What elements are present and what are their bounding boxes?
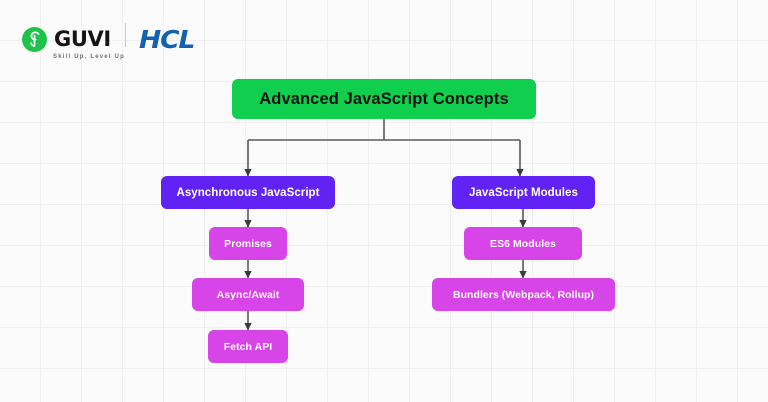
brand-bar: GUVI Skill Up. Level Up HCL [22, 22, 195, 60]
node-label: Fetch API [223, 340, 273, 353]
node-asynchronous-javascript[interactable]: Asynchronous JavaScript [161, 176, 335, 209]
node-advanced-javascript-concepts[interactable]: Advanced JavaScript Concepts [232, 79, 536, 119]
node-fetch-api[interactable]: Fetch API [208, 330, 288, 363]
node-label: Bundlers (Webpack, Rollup) [452, 288, 595, 301]
node-label: Asynchronous JavaScript [176, 186, 320, 199]
node-label: Promises [224, 237, 272, 250]
node-label: ES6 Modules [490, 237, 556, 250]
brand-divider [124, 23, 126, 47]
guvi-logo: GUVI Skill Up. Level Up [22, 26, 124, 60]
node-async-await[interactable]: Async/Await [192, 278, 304, 311]
node-label: Async/Await [216, 288, 280, 301]
node-javascript-modules[interactable]: JavaScript Modules [452, 176, 595, 209]
node-label: Advanced JavaScript Concepts [259, 89, 509, 108]
node-es6-modules[interactable]: ES6 Modules [464, 227, 582, 260]
node-promises[interactable]: Promises [209, 227, 287, 260]
node-label: JavaScript Modules [469, 186, 578, 199]
hcl-wordmark: HCL [138, 24, 195, 54]
node-bundlers-webpack-rollup[interactable]: Bundlers (Webpack, Rollup) [432, 278, 615, 311]
guvi-g-mark-icon [22, 26, 47, 52]
guvi-tagline: Skill Up. Level Up [53, 53, 125, 60]
guvi-wordmark: GUVI [54, 26, 111, 51]
